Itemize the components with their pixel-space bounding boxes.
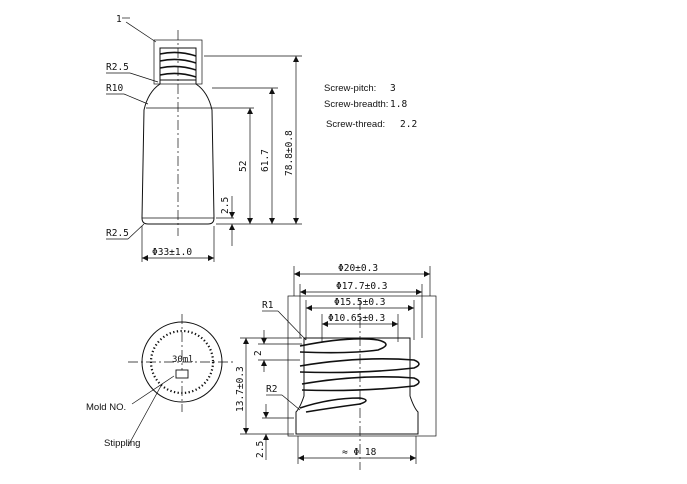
neck-detail-view: Φ20±0.3 Φ17.7±0.3 Φ15.5±0.3 Φ10.65±0.3 R… (235, 263, 437, 470)
neck-diameter-base-label: ≈ Φ 18 (342, 447, 377, 458)
neck-radius-top-label: R1 (262, 300, 274, 311)
screw-thread-label: Screw-thread: (326, 119, 385, 130)
screw-pitch-label: Screw-pitch: (324, 83, 376, 94)
radius-top-label: R2.5 (106, 62, 129, 73)
finish-mark-label: 1 (116, 14, 122, 25)
neck-thread-detail (299, 338, 420, 413)
neck-body-outline (295, 337, 419, 435)
screw-breadth-label: Screw-breadth: (324, 99, 388, 110)
screw-pitch-value: 3 (390, 83, 396, 94)
radius-shoulder-label: R10 (106, 83, 123, 94)
height-shoulder-label: 52 (238, 161, 249, 172)
screw-thread-value: 2.2 (400, 119, 417, 130)
neck-outer-frame (287, 295, 437, 437)
neck-diameter-outer-label: Φ20±0.3 (338, 263, 378, 274)
mold-number-label: Mold NO. (86, 402, 126, 413)
height-total-label: 78.8±0.8 (284, 130, 295, 176)
neck-diameter-bore-label: Φ10.65±0.3 (328, 313, 385, 324)
neck-radius-bottom-label: R2 (266, 384, 277, 395)
bottle-side-view: 1 R2.5 R10 R2.5 Φ33±1.0 78.8±0.8 61.7 5 (106, 14, 302, 262)
neck-diameter-thread-label: Φ17.7±0.3 (336, 281, 387, 292)
neck-diameter-inner-label: Φ15.5±0.3 (334, 297, 385, 308)
mold-number-box (175, 369, 189, 379)
bottle-diameter-label: Φ33±1.0 (152, 247, 192, 258)
neck-height-finish-label: 13.7±0.3 (235, 366, 246, 412)
neck-height-bead-label: 2.5 (255, 441, 266, 458)
neck-height-lip-label: 2 (253, 350, 264, 356)
capacity-label: 30ml (172, 355, 194, 365)
height-body-label: 61.7 (260, 149, 271, 172)
stippling-label: Stippling (104, 438, 140, 449)
screw-specs: Screw-pitch: 3 Screw-breadth: 1.8 Screw-… (324, 83, 417, 130)
height-base-label: 2.5 (220, 197, 231, 214)
radius-bottom-label: R2.5 (106, 228, 129, 239)
bottle-bottom-view: 30ml Mold NO. Stippling (86, 314, 236, 449)
screw-breadth-value: 1.8 (390, 99, 407, 110)
